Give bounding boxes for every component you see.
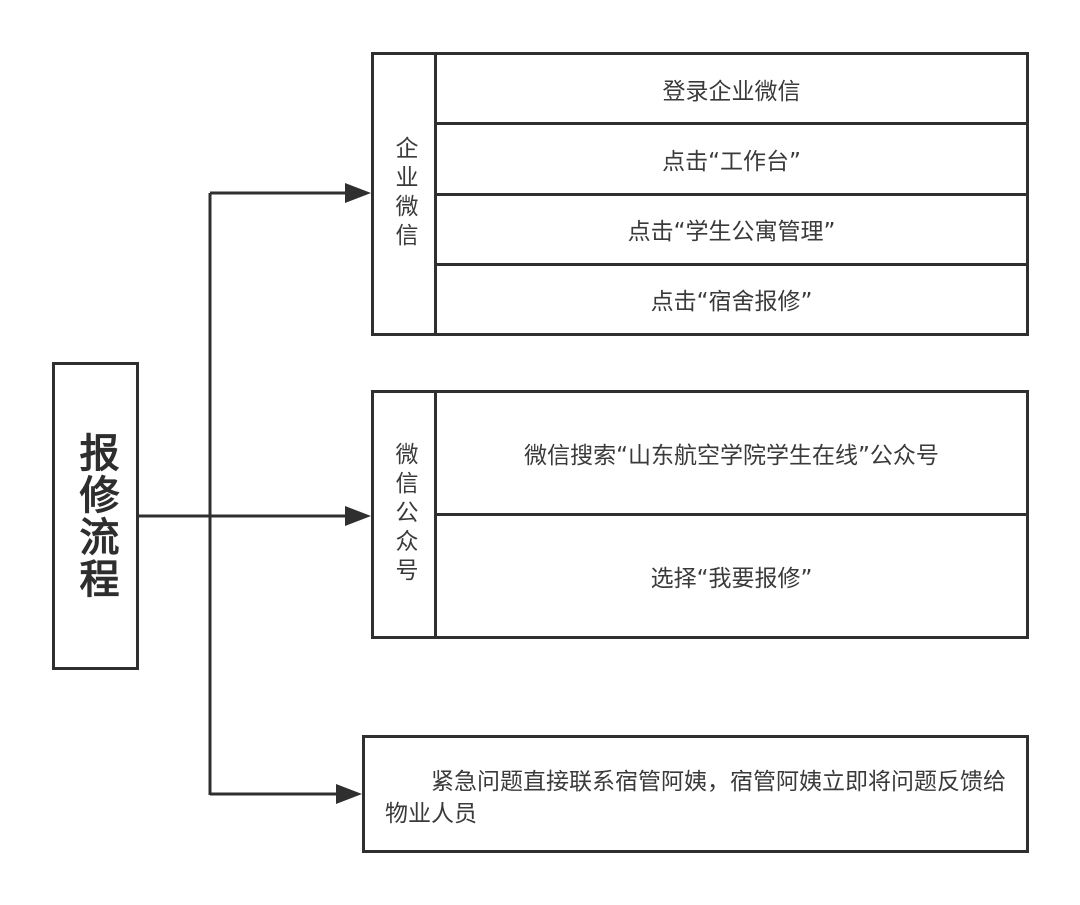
branch-enterprise-wechat: 企业微信 登录企业微信 点击“工作台” 点击“学生公寓管理” 点击“宿舍报修” [371, 52, 1029, 336]
step-login-enterprise-wechat: 登录企业微信 [662, 78, 801, 105]
step-list: 微信搜索“山东航空学院学生在线”公众号 选择“我要报修” [437, 393, 1026, 636]
arrowhead-emergency [336, 784, 362, 804]
step-list: 登录企业微信 点击“工作台” 点击“学生公寓管理” 点击“宿舍报修” [437, 55, 1026, 333]
branch-label-cell: 微信公众号 [374, 393, 437, 636]
step-click-apartment-management: 点击“学生公寓管理” [437, 192, 1026, 263]
root-node-label: 报修流程 [72, 432, 119, 600]
step-click-workbench: 点击“工作台” [437, 122, 1026, 192]
branch-label: 微信公众号 [391, 442, 417, 587]
arrowhead-enterprise-wechat [345, 183, 371, 203]
root-node-repair-process: 报修流程 [52, 362, 139, 670]
branch-emergency-contact: 紧急问题直接联系宿管阿姨，宿管阿姨立即将问题反馈给物业人员 [362, 735, 1029, 853]
branch-label: 企业微信 [391, 136, 417, 252]
step-select-i-want-repair: 选择“我要报修” [437, 513, 1026, 636]
arrowhead-wechat-official [345, 506, 371, 526]
step-search-official-account: 微信搜索“山东航空学院学生在线”公众号 [524, 443, 939, 469]
branch-label-cell: 企业微信 [374, 55, 437, 333]
step-click-dorm-repair: 点击“宿舍报修” [437, 262, 1026, 333]
emergency-instructions: 紧急问题直接联系宿管阿姨，宿管阿姨立即将问题反馈给物业人员 [385, 769, 1006, 827]
branch-wechat-official-account: 微信公众号 微信搜索“山东航空学院学生在线”公众号 选择“我要报修” [371, 390, 1029, 639]
